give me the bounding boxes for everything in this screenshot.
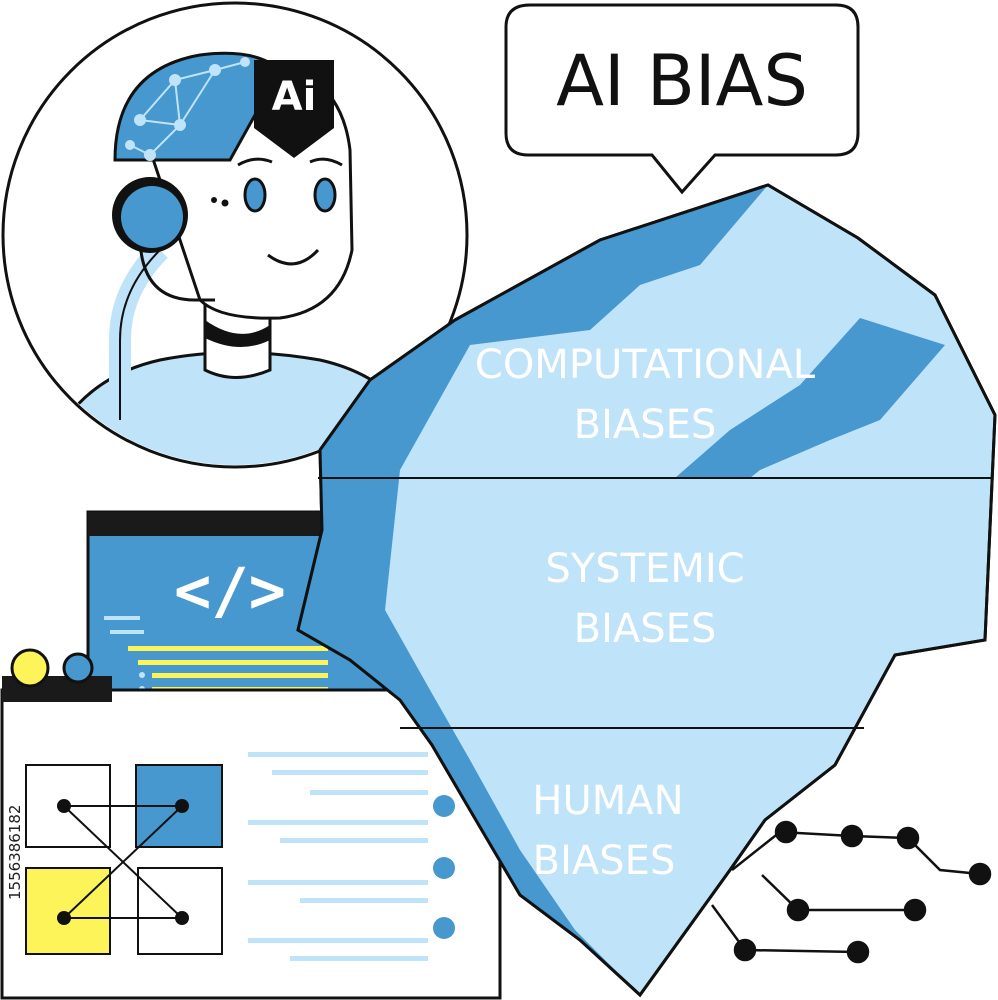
bubble-title: AI BIAS [556, 40, 808, 122]
layer-label-line1: SYSTEMIC [545, 546, 744, 592]
circuit-traces [710, 820, 992, 964]
diagram-text-lines [248, 752, 428, 961]
ai-badge: Ai [254, 60, 334, 158]
diagram-window [0, 648, 502, 1000]
layer-label-line2: BIASES [574, 402, 717, 448]
iceberg: COMPUTATIONAL BIASES SYSTEMIC BIASES HUM… [296, 183, 997, 998]
layer-label-line1: HUMAN [532, 778, 683, 824]
ai-badge-label: Ai [272, 74, 317, 120]
layer-human: HUMAN BIASES [532, 778, 683, 884]
code-tag-symbol: </> [174, 554, 286, 627]
speech-bubble: AI BIAS [504, 3, 860, 195]
layer-label-line2: BIASES [533, 838, 676, 884]
layer-computational: COMPUTATIONAL BIASES [475, 342, 816, 448]
stock-id: 1556386182 [6, 805, 24, 900]
window-dot-yellow [10, 648, 50, 688]
window-dot-blue [62, 652, 94, 684]
layer-label-line2: BIASES [574, 606, 717, 652]
layer-systemic: SYSTEMIC BIASES [545, 546, 744, 652]
layer-label-line1: COMPUTATIONAL [475, 342, 816, 388]
